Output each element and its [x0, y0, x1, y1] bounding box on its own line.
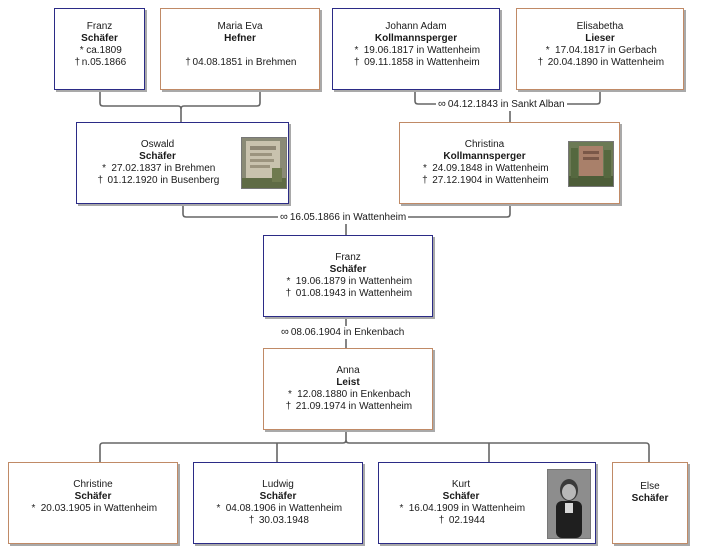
given-name: Christina — [464, 139, 505, 150]
marriage-rings-icon: ∞ — [280, 211, 288, 223]
marriage-johann-elisabetha: ∞04.12.1843 in Sankt Alban — [436, 98, 567, 111]
surname: Hefner — [224, 33, 256, 44]
given-name: Kurt — [451, 479, 471, 490]
given-name: Oswald — [140, 139, 175, 150]
death-cross-icon: † — [185, 57, 191, 68]
person-maria-eva-hefner[interactable]: Maria Eva Hefner †04.08.1851 in Brehmen — [160, 8, 320, 90]
birth-star-icon: * — [31, 503, 36, 514]
death-cross-icon: † — [97, 175, 103, 186]
person-anna-leist[interactable]: Anna Leist * 12.08.1880 in Enkenbach † 2… — [263, 348, 433, 430]
birth-star-icon: * — [286, 276, 291, 287]
birth-star-icon: * — [399, 503, 404, 514]
birth-star-icon: * — [545, 45, 550, 56]
marriage-rings-icon: ∞ — [281, 326, 289, 338]
death-event: † 02.1944 — [438, 515, 485, 526]
given-name: Else — [640, 481, 660, 492]
death-cross-icon: † — [285, 401, 292, 412]
birth-event: * 20.03.1905 in Wattenheim — [9, 503, 177, 515]
birth-event: * 19.06.1817 in Wattenheim — [333, 45, 499, 57]
birth-event: * 04.08.1906 in Wattenheim — [194, 503, 362, 515]
death-event: † 30.03.1948 — [248, 515, 309, 526]
death-event: †n.05.1866 — [74, 57, 127, 68]
birth-event: * 12.08.1880 in Enkenbach — [264, 389, 432, 401]
death-event: † 09.11.1858 in Wattenheim — [354, 57, 480, 68]
death-event: † 27.12.1904 in Wattenheim — [422, 175, 549, 186]
given-name: Ludwig — [262, 479, 294, 490]
surname: Schäfer — [81, 33, 118, 44]
marriage-franz-anna: ∞08.06.1904 in Enkenbach — [279, 326, 407, 339]
death-cross-icon: † — [422, 175, 428, 186]
birth-star-icon: * — [422, 163, 427, 174]
birth-event: * 19.06.1879 in Wattenheim — [264, 276, 432, 288]
person-christina-kollmannsperger[interactable]: Christina Kollmannsperger * 24.09.1848 i… — [399, 122, 620, 204]
death-cross-icon: † — [285, 288, 292, 299]
person-franz-schaefer-sr[interactable]: Franz Schäfer *ca.1809 †n.05.1866 — [54, 8, 145, 90]
surname: Schäfer — [259, 491, 297, 502]
surname: Schäfer — [631, 493, 669, 504]
given-name: Christine — [73, 479, 113, 490]
person-kurt-schaefer[interactable]: Kurt Schäfer * 16.04.1909 in Wattenheim … — [378, 462, 596, 544]
person-elisabetha-lieser[interactable]: Elisabetha Lieser * 17.04.1817 in Gerbac… — [516, 8, 684, 90]
given-name: Maria Eva — [217, 21, 263, 32]
death-cross-icon: † — [438, 515, 445, 526]
birth-event: * 16.04.1909 in Wattenheim — [379, 503, 543, 515]
marriage-rings-icon: ∞ — [438, 98, 446, 110]
portrait-photo — [547, 469, 591, 539]
birth-event: * 27.02.1837 in Brehmen — [77, 163, 238, 175]
death-cross-icon: † — [354, 57, 360, 68]
death-event: † 01.08.1943 in Wattenheim — [285, 288, 413, 299]
birth-star-icon: * — [354, 45, 359, 56]
given-name: Franz — [335, 252, 361, 263]
death-event: † 20.04.1890 in Wattenheim — [537, 57, 665, 68]
given-name: Elisabetha — [576, 21, 624, 32]
given-name: Franz — [86, 21, 113, 32]
death-cross-icon: † — [74, 57, 81, 68]
birth-star-icon: * — [287, 389, 292, 400]
person-else-schaefer[interactable]: Else Schäfer — [612, 462, 688, 544]
surname: Schäfer — [442, 491, 480, 502]
surname: Schäfer — [74, 491, 112, 502]
birth-star-icon: * — [216, 503, 221, 514]
given-name: Johann Adam — [385, 21, 447, 32]
surname: Lieser — [585, 33, 615, 44]
death-cross-icon: † — [537, 57, 544, 68]
surname: Schäfer — [329, 264, 367, 275]
given-name: Anna — [336, 365, 360, 376]
person-johann-adam-kollmannsperger[interactable]: Johann Adam Kollmannsperger * 19.06.1817… — [332, 8, 500, 90]
death-cross-icon: † — [248, 515, 255, 526]
gravestone-photo — [241, 137, 287, 189]
person-franz-schaefer[interactable]: Franz Schäfer * 19.06.1879 in Wattenheim… — [263, 235, 433, 317]
surname: Kollmannsperger — [374, 33, 458, 44]
death-event: † 21.09.1974 in Wattenheim — [285, 401, 413, 412]
birth-star-icon: * — [102, 163, 107, 174]
person-ludwig-schaefer[interactable]: Ludwig Schäfer * 04.08.1906 in Wattenhei… — [193, 462, 363, 544]
person-oswald-schaefer[interactable]: Oswald Schäfer * 27.02.1837 in Brehmen †… — [76, 122, 289, 204]
surname: Kollmannsperger — [443, 151, 526, 162]
birth-star-icon: * — [79, 45, 84, 56]
gravestone-photo — [568, 141, 614, 187]
marriage-oswald-christina: ∞16.05.1866 in Wattenheim — [278, 211, 409, 224]
person-christine-schaefer[interactable]: Christine Schäfer * 20.03.1905 in Watten… — [8, 462, 178, 544]
birth-event: *ca.1809 — [55, 45, 144, 57]
birth-event: * 17.04.1817 in Gerbach — [517, 45, 683, 57]
death-event: † 01.12.1920 in Busenberg — [97, 175, 220, 186]
surname: Leist — [336, 377, 360, 388]
death-event: †04.08.1851 in Brehmen — [185, 57, 297, 68]
surname: Schäfer — [139, 151, 176, 162]
birth-event: * 24.09.1848 in Wattenheim — [400, 163, 569, 175]
